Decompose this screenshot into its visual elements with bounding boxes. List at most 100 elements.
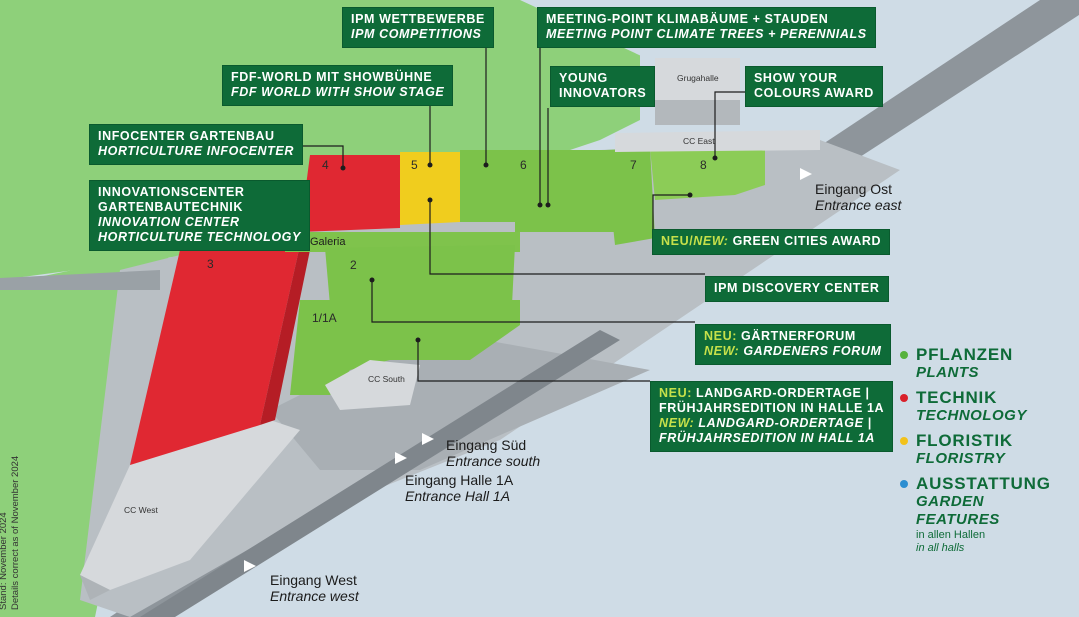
new-tag: NEW: [693, 234, 729, 248]
entrance-en: Entrance south [446, 453, 541, 469]
callout-line1: YOUNG [559, 71, 608, 85]
legend-note: in allen Hallen in all halls [900, 529, 1075, 555]
entrance-south: Eingang Süd Entrance south [446, 437, 540, 469]
entrance-arrow-icon [244, 560, 256, 572]
callout-green-cities: NEU/NEW: GREEN CITIES AWARD [652, 229, 891, 255]
hall-2-roof [325, 245, 515, 305]
hall-number-2: 2 [350, 258, 357, 272]
legend-de: FLORISTIK [916, 431, 1013, 450]
new-tag: NEW: [659, 416, 695, 430]
callout-ipm-competitions: IPM WETTBEWERBE IPM COMPETITIONS [342, 7, 494, 48]
callout-show-your-colours: SHOW YOUR COLOURS AWARD [745, 66, 883, 107]
label-cc-east: CC East [683, 136, 715, 146]
entrance-east: Eingang Ost Entrance east [815, 181, 901, 213]
legend-item-garden-features: AUSSTATTUNG GARDEN FEATURES [900, 474, 1075, 529]
callout-en1: INNOVATION CENTER [98, 215, 240, 229]
stand-note: Stand: November 2024 Details correct as … [0, 456, 22, 610]
entrance-en: Entrance east [815, 197, 902, 213]
callout-de2: GARTENBAUTECHNIK [98, 200, 244, 214]
road-south [140, 330, 620, 617]
marker-dot [687, 192, 693, 198]
legend-de: TECHNIK [916, 388, 998, 407]
entrance-arrow-icon [800, 168, 812, 180]
entrance-west: Eingang West Entrance west [270, 572, 359, 604]
hall-7-roof [605, 148, 655, 245]
callout-landgard: NEU: LANDGARD-ORDERTAGE | FRÜHJAHRSEDITI… [650, 381, 894, 452]
label-cc-west: CC West [124, 505, 158, 515]
callout-fdf-world: FDF-WORLD MIT SHOWBÜHNE FDF WORLD WITH S… [222, 65, 454, 106]
leader-gaertnerforum [371, 280, 695, 323]
legend-note-de: in allen Hallen [916, 529, 986, 541]
callout-de: MEETING-POINT KLIMABÄUME + STAUDEN [546, 12, 829, 26]
cc-west-building-side [80, 575, 110, 600]
cc-south-building [325, 360, 420, 410]
leader-discovery [429, 200, 705, 275]
hall-number-1: 1/1A [312, 311, 337, 325]
callout-text: IPM DISCOVERY CENTER [714, 281, 880, 295]
callout-text: GREEN CITIES AWARD [728, 234, 882, 248]
stand-en: Details correct as of November 2024 [10, 455, 21, 610]
entrance-arrow-icon [422, 433, 434, 445]
hall-number-5: 5 [411, 158, 418, 172]
callout-line2: INNOVATORS [559, 86, 647, 100]
callout-discovery-center: IPM DISCOVERY CENTER [705, 276, 889, 302]
legend-dot-floristry [900, 437, 908, 445]
callout-innovationscenter: INNOVATIONSCENTER GARTENBAUTECHNIK INNOV… [89, 180, 310, 251]
marker-dot [712, 155, 718, 161]
callout-en: HORTICULTURE INFOCENTER [98, 144, 294, 158]
legend-en1: GARDEN [916, 493, 985, 510]
entrance-en: Entrance Hall 1A [405, 488, 511, 504]
hall-4-roof [300, 155, 400, 232]
neu-tag: NEU: [704, 329, 737, 343]
callout-line2: COLOURS AWARD [754, 86, 874, 100]
callout-en: MEETING POINT CLIMATE TREES + PERENNIALS [546, 27, 867, 41]
callout-meeting-point: MEETING-POINT KLIMABÄUME + STAUDEN MEETI… [537, 7, 876, 48]
marker-dot [415, 337, 421, 343]
entrance-hall-1a: Eingang Halle 1A Entrance Hall 1A [405, 472, 513, 504]
legend-en2: FEATURES [916, 511, 1000, 528]
hall-number-4: 4 [322, 158, 329, 172]
neu-tag: NEU/ [661, 234, 694, 248]
callout-en: NEW: GARDENERS FORUM [704, 344, 882, 359]
cc-west-building [80, 420, 300, 590]
marker-dot [545, 202, 551, 208]
label-cc-south: CC South [368, 374, 405, 384]
leader-infocenter [288, 145, 344, 168]
label-galeria: Galeria [310, 236, 346, 248]
marker-dot [483, 162, 489, 168]
entrance-de: Eingang Süd [446, 437, 527, 453]
callout-en-text: GARDENERS FORUM [739, 344, 882, 358]
marker-dot [427, 162, 433, 168]
callout-en1-text: LANDGARD-ORDERTAGE | [694, 416, 872, 430]
callout-de1: INNOVATIONSCENTER [98, 185, 245, 199]
leader-show-colours [714, 91, 745, 158]
legend-item-plants: PFLANZEN PLANTS [900, 345, 1075, 382]
hall-number-3: 3 [207, 257, 214, 271]
callout-de: FDF-WORLD MIT SHOWBÜHNE [231, 70, 433, 84]
callout-de: NEU: GÄRTNERFORUM [704, 329, 882, 344]
hall-number-6: 6 [520, 158, 527, 172]
hall-8-roof [650, 148, 765, 200]
callout-line1: SHOW YOUR [754, 71, 838, 85]
callout-infocenter: INFOCENTER GARTENBAU HORTICULTURE INFOCE… [89, 124, 303, 165]
neu-tag: NEU: [659, 386, 692, 400]
entrance-arrow-icon [395, 452, 407, 464]
hall-number-8: 8 [700, 158, 707, 172]
hall-3-roof [130, 245, 300, 465]
legend-de: PFLANZEN [916, 345, 1014, 364]
callout-de1-text: LANDGARD-ORDERTAGE | [691, 386, 870, 400]
callout-de: INFOCENTER GARTENBAU [98, 129, 275, 143]
callout-en1: NEW: LANDGARD-ORDERTAGE | [659, 416, 884, 431]
grugahalle-building [655, 58, 740, 100]
entrance-en: Entrance west [270, 588, 359, 604]
legend: PFLANZEN PLANTS TECHNIK TECHNOLOGY FLORI… [900, 345, 1075, 555]
label-grugahalle: Grugahalle [677, 73, 719, 83]
entrance-de: Eingang Ost [815, 181, 893, 197]
legend-dot-technology [900, 394, 908, 402]
hall-3-side [260, 245, 310, 425]
callout-de2: FRÜHJAHRSEDITION IN HALLE 1A [659, 401, 885, 415]
marker-dot [537, 202, 543, 208]
hall-1-roof [290, 300, 520, 395]
hall-number-7: 7 [630, 158, 637, 172]
